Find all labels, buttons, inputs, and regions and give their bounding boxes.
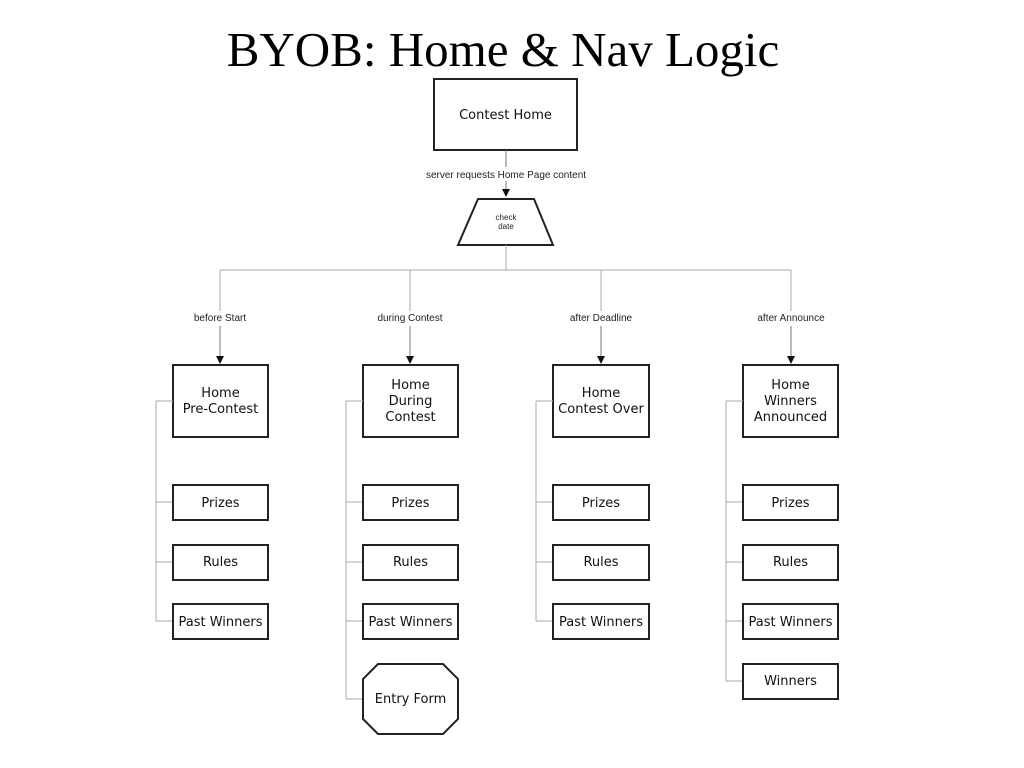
branch-4-winners-label: Winners <box>764 674 817 689</box>
home-winners-announced-line-1: Home <box>771 378 809 393</box>
branch-2-rules-label: Rules <box>393 555 428 570</box>
branch-4-condition: after Announce <box>757 313 825 324</box>
branch-3-rules-node <box>552 544 650 581</box>
branch-3-past-winners-label: Past Winners <box>559 615 643 630</box>
home-pre-contest-line-1: Home <box>201 386 239 401</box>
page-title: BYOB: Home & Nav Logic <box>227 22 780 77</box>
home-winners-announced-line-2: Winners <box>764 394 817 409</box>
home-contest-over-line-2: Contest Over <box>558 402 644 417</box>
branch-1-rules-node <box>172 544 269 581</box>
home-pre-contest-node <box>172 364 269 438</box>
branch-4-rules-label: Rules <box>773 555 808 570</box>
branch-2-past-winners-node <box>362 603 459 640</box>
branch-2-prizes-node <box>362 484 459 521</box>
branch-4-rules-node <box>742 544 839 581</box>
branch-4-prizes-label: Prizes <box>771 496 809 511</box>
branch-2-condition: during Contest <box>377 313 442 324</box>
home-winners-announced-line-3: Announced <box>754 410 827 425</box>
branch-2: during Contest Home During Contest Prize… <box>345 270 459 735</box>
home-during-contest-line-2: During <box>389 394 433 409</box>
check-date-line-1: check <box>496 213 518 222</box>
branch-4-past-winners-node <box>742 603 839 640</box>
home-contest-over-node <box>552 364 650 438</box>
home-during-contest-line-3: Contest <box>385 410 435 425</box>
branch-3-rules-label: Rules <box>583 555 618 570</box>
contest-home-node: Contest Home <box>433 78 578 151</box>
branch-3: after Deadline Home Contest Over Prizes … <box>535 270 650 640</box>
branch-3-prizes-node <box>552 484 650 521</box>
request-label: server requests Home Page content <box>426 170 586 181</box>
branch-1-past-winners-node <box>172 603 269 640</box>
home-pre-contest-line-2: Pre-Contest <box>183 402 259 417</box>
branch-4-prizes-node <box>742 484 839 521</box>
check-date-decision: check date <box>456 198 555 246</box>
branch-1-rules-label: Rules <box>203 555 238 570</box>
branch-1-prizes-label: Prizes <box>201 496 239 511</box>
branch-4-winners-node <box>742 663 839 700</box>
branch-3-past-winners-node <box>552 603 650 640</box>
branch-4: after Announce Home Winners Announced Pr… <box>725 270 839 700</box>
home-during-contest-node <box>362 364 459 438</box>
branch-2-past-winners-label: Past Winners <box>369 615 453 630</box>
entry-form-node <box>362 663 459 735</box>
branch-3-prizes-label: Prizes <box>582 496 620 511</box>
branch-3-condition: after Deadline <box>570 313 633 324</box>
branch-1-prizes-node <box>172 484 269 521</box>
home-contest-over-line-1: Home <box>582 386 620 401</box>
branch-2-prizes-label: Prizes <box>391 496 429 511</box>
branch-1-past-winners-label: Past Winners <box>179 615 263 630</box>
home-during-contest-line-1: Home <box>391 378 429 393</box>
branch-4-past-winners-label: Past Winners <box>749 615 833 630</box>
check-date-line-2: date <box>498 222 514 231</box>
branch-2-rules-node <box>362 544 459 581</box>
branch-1-condition: before Start <box>194 313 246 324</box>
contest-home-label: Contest Home <box>459 108 552 123</box>
entry-form-label: Entry Form <box>375 692 446 707</box>
branch-1: before Start Home Pre-Contest Prizes Rul… <box>155 270 269 640</box>
